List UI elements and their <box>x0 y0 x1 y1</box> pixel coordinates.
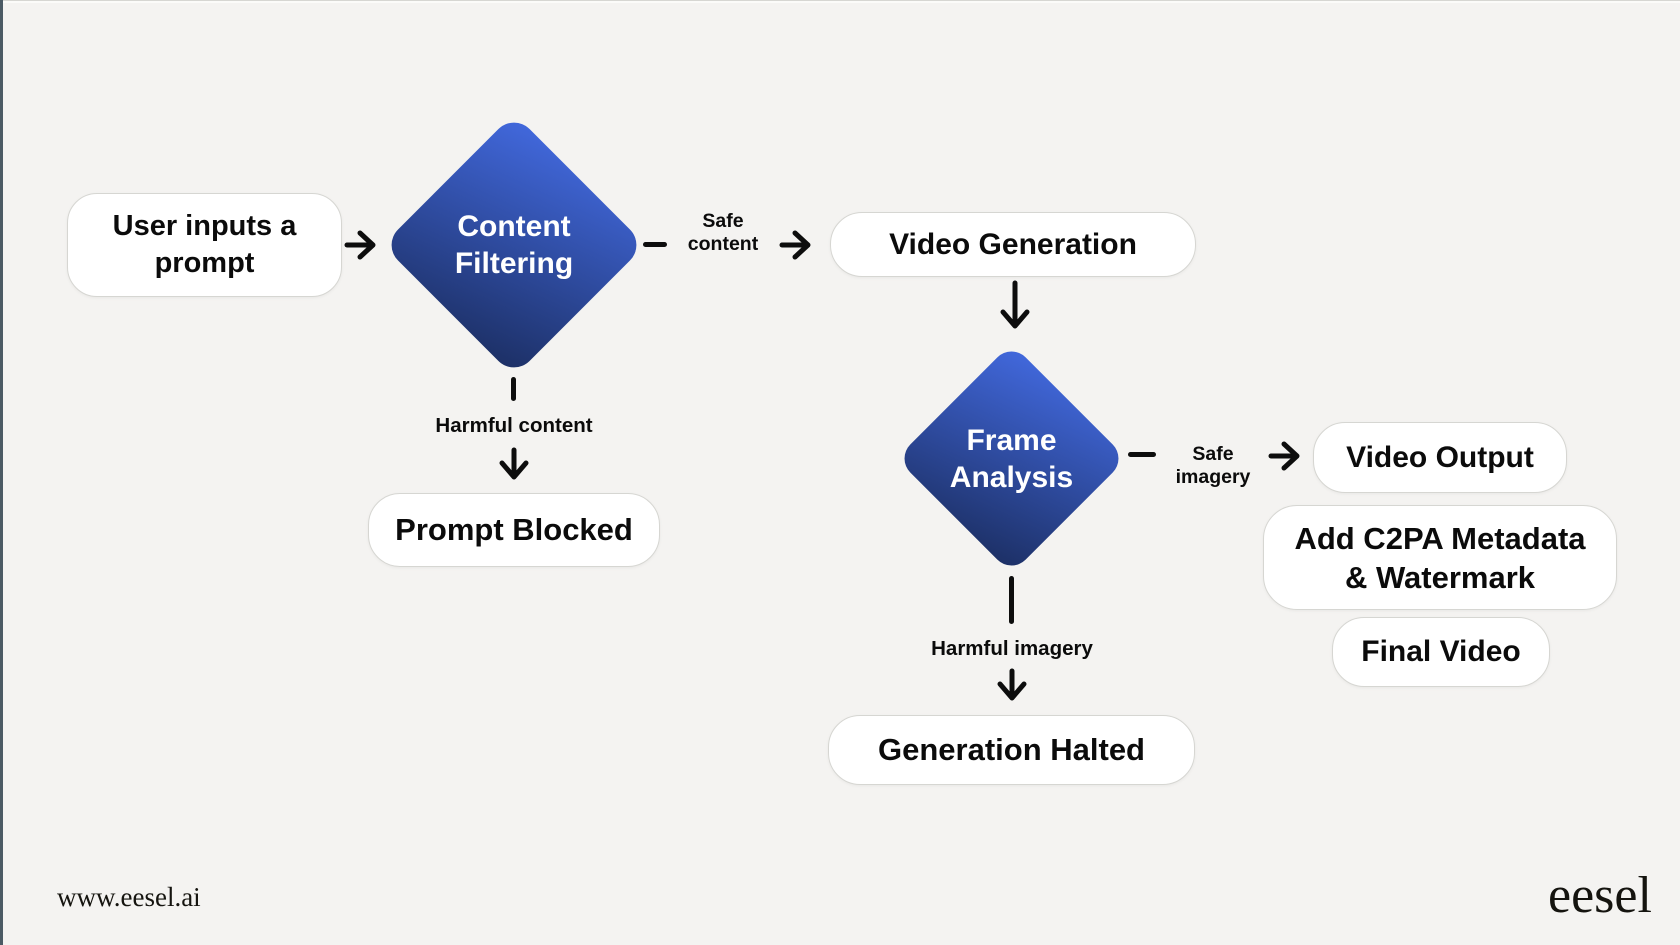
edge-label-safe-content: Safe content <box>673 210 773 256</box>
edge-label-safe-imagery: Safe imagery <box>1163 443 1263 489</box>
content-filtering-line2: Filtering <box>454 247 574 280</box>
node-user-prompt: User inputs a prompt <box>67 193 342 297</box>
connector-filter-right <box>643 242 667 247</box>
node-c2pa-watermark: Add C2PA Metadata & Watermark <box>1263 505 1617 610</box>
decision-content-filtering-label: Content Filtering <box>421 152 607 338</box>
arrow-down-icon <box>997 668 1027 701</box>
arrow-right-icon <box>1268 441 1300 471</box>
eesel-logo: eesel <box>1548 867 1652 924</box>
top-edge-highlight <box>0 1 1680 3</box>
frame-analysis-line2: Analysis <box>949 460 1074 494</box>
node-video-output: Video Output <box>1313 422 1567 493</box>
edge-label-harmful-imagery: Harmful imagery <box>892 637 1132 661</box>
arrow-down-icon <box>1000 280 1030 329</box>
safe-imagery-line2: imagery <box>1175 466 1251 488</box>
connector-frame-bottom <box>1009 576 1014 624</box>
harmful-content-text: Harmful content <box>435 414 593 437</box>
safe-content-line1: Safe <box>702 210 744 232</box>
node-generation-halted: Generation Halted <box>828 715 1195 785</box>
node-generation-halted-label: Generation Halted <box>878 732 1145 767</box>
decision-frame-analysis-label: Frame Analysis <box>930 377 1093 540</box>
edge-label-harmful-content: Harmful content <box>394 414 634 438</box>
node-final-video: Final Video <box>1332 617 1550 687</box>
top-edge-line <box>0 0 1680 1</box>
content-filtering-line1: Content <box>457 210 571 243</box>
node-prompt-blocked-label: Prompt Blocked <box>395 512 633 547</box>
decision-content-filtering: Content Filtering <box>382 113 646 377</box>
node-c2pa-label-line2: & Watermark <box>1344 559 1536 595</box>
node-video-generation-label: Video Generation <box>889 227 1137 261</box>
frame-analysis-line1: Frame <box>966 423 1057 457</box>
node-final-video-label: Final Video <box>1361 635 1521 668</box>
harmful-imagery-text: Harmful imagery <box>931 637 1093 660</box>
left-edge-line <box>0 0 3 945</box>
node-prompt-blocked: Prompt Blocked <box>368 493 660 567</box>
safe-content-line2: content <box>687 233 759 255</box>
node-user-prompt-label-line2: prompt <box>154 247 255 279</box>
arrow-right-icon <box>779 230 811 260</box>
footer-website-url: www.eesel.ai <box>57 882 201 912</box>
arrow-right-icon <box>344 230 376 260</box>
decision-frame-analysis: Frame Analysis <box>896 343 1127 574</box>
node-video-generation: Video Generation <box>830 212 1196 277</box>
connector-frame-right <box>1128 452 1156 457</box>
connector-filter-bottom <box>511 377 516 401</box>
node-video-output-label: Video Output <box>1346 440 1534 474</box>
node-user-prompt-label-line1: User inputs a <box>112 210 297 242</box>
node-c2pa-label-line1: Add C2PA Metadata <box>1294 520 1586 556</box>
arrow-down-icon <box>499 447 529 480</box>
safe-imagery-line1: Safe <box>1192 443 1234 465</box>
